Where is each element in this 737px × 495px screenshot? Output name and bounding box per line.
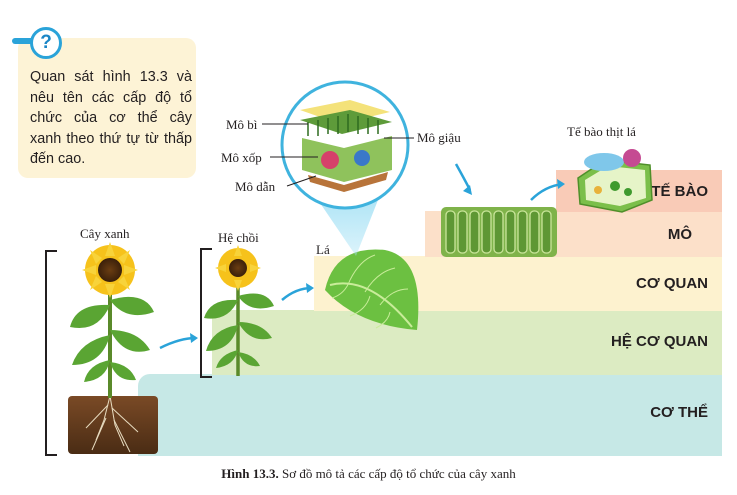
leaf-section-leaders: [262, 123, 414, 187]
caption-prefix: Hình 13.3.: [221, 466, 279, 481]
label-mo-bi: Mô bì: [226, 117, 258, 132]
question-box: [18, 38, 196, 178]
level-co-the: CƠ THỂ: [138, 374, 722, 456]
level-co-the-label: CƠ THỂ: [650, 404, 708, 421]
he-choi-bracket: [200, 248, 212, 378]
cay-xanh-bracket: [45, 250, 57, 456]
question-text: Quan sát hình 13.3 và nêu tên các cấp độ…: [30, 69, 192, 167]
label-mo-giau: Mô giậu: [417, 130, 461, 145]
palisade-tissue-icon: [441, 207, 557, 257]
level-he-co-quan: HỆ CƠ QUAN: [212, 310, 722, 375]
sunflower-plant-icon: [68, 242, 158, 454]
label-he-choi: Hệ chồi: [218, 230, 259, 245]
shoot-system-icon: [204, 245, 274, 376]
level-he-co-quan-label: HỆ CƠ QUAN: [611, 333, 708, 350]
level-te-bao-label: TẾ BÀO: [651, 183, 708, 200]
label-cay-xanh: Cây xanh: [80, 226, 130, 241]
label-te-bao-thit-la: Tế bào thịt lá: [567, 124, 636, 139]
figure-caption: Hình 13.3. Sơ đồ mô tả các cấp độ tổ chứ…: [0, 466, 737, 482]
label-la: Lá: [316, 242, 330, 257]
magnifier-handle: [12, 38, 34, 44]
caption-text: Sơ đồ mô tả các cấp độ tổ chức của cây x…: [278, 466, 516, 481]
level-co-quan-label: CƠ QUAN: [636, 275, 708, 292]
leaf-cross-section-icon: [280, 80, 410, 210]
leaf-icon: [325, 249, 419, 330]
question-magnifier-icon: ?: [30, 27, 62, 59]
label-mo-dan: Mô dẫn: [235, 179, 276, 194]
arrowheads: [190, 179, 565, 343]
leaf-mesophyll-cell-icon: [577, 149, 653, 213]
level-mo-label: MÔ: [667, 226, 692, 243]
label-mo-xop: Mô xốp: [221, 150, 262, 165]
magnification-beam: [318, 200, 378, 256]
